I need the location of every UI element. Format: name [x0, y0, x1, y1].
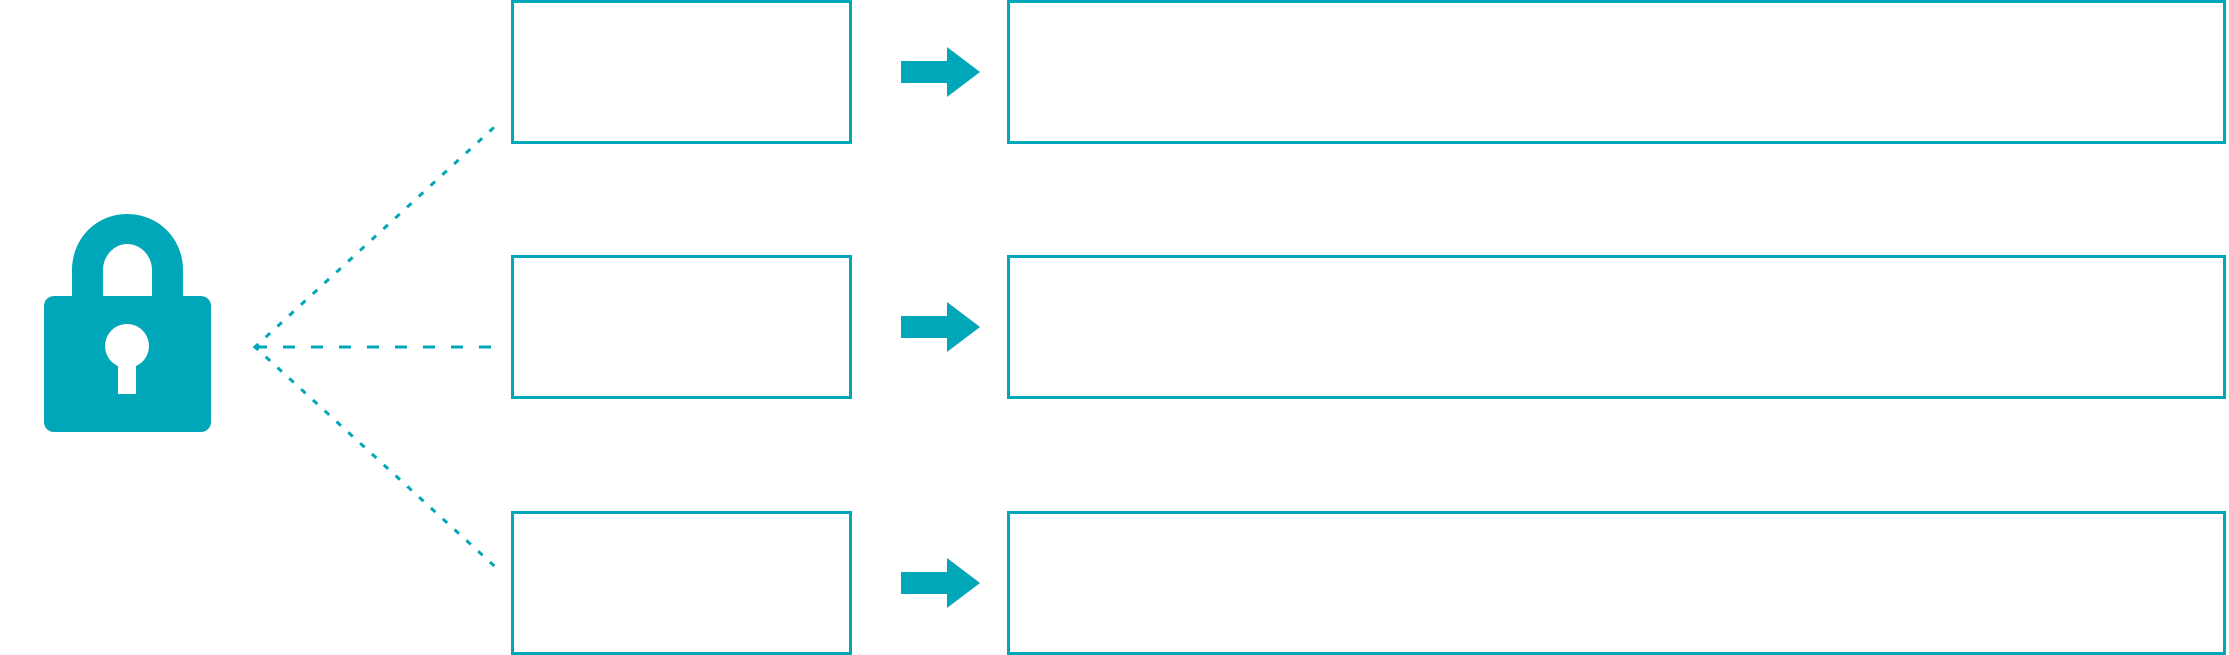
effect-box[interactable] [1007, 255, 2226, 399]
lock-icon [44, 214, 211, 432]
lock-icon-wrapper [28, 150, 228, 450]
effect-box[interactable] [1007, 0, 2226, 144]
cause-box-label [514, 258, 849, 286]
diagram-row [0, 255, 2229, 399]
effect-box-label [1010, 3, 2223, 31]
cause-box[interactable] [511, 255, 852, 399]
flow-arrow [901, 42, 981, 102]
diagram-row [0, 0, 2229, 144]
flow-arrow [901, 553, 981, 613]
arrow-right-icon [901, 558, 980, 608]
cause-box[interactable] [511, 511, 852, 655]
diagram-row [0, 511, 2229, 655]
effect-box[interactable] [1007, 511, 2226, 655]
cause-box[interactable] [511, 0, 852, 144]
cause-box-label [514, 3, 849, 31]
arrow-right-icon [901, 47, 980, 97]
effect-box-label [1010, 258, 2223, 286]
effect-box-label [1010, 514, 2223, 542]
cause-box-label [514, 514, 849, 542]
arrow-right-icon [901, 302, 980, 352]
flow-arrow [901, 297, 981, 357]
